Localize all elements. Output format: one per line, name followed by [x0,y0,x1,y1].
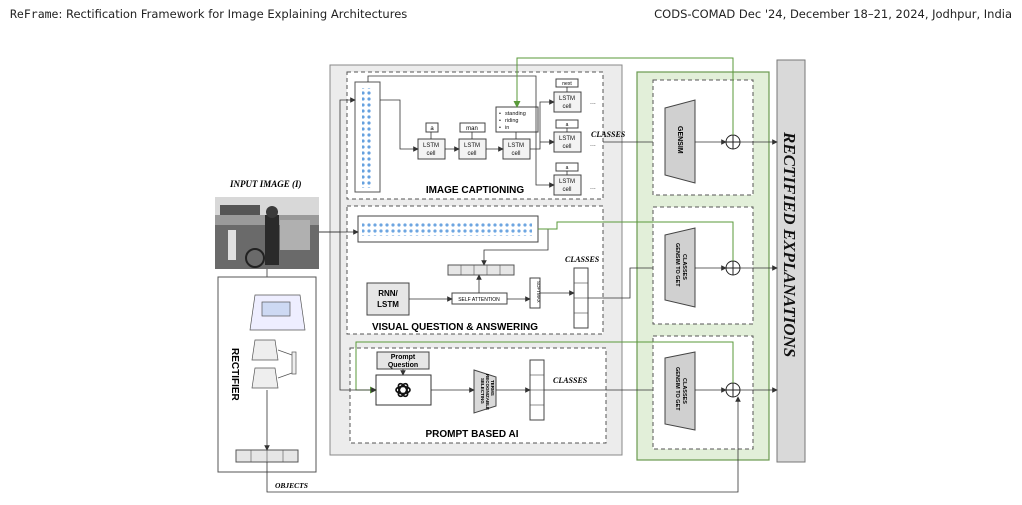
rectifier-label: RECTIFIER [229,348,240,402]
ellipsis-2: ... [590,141,596,148]
word-box-a [425,122,439,133]
svg-text:•: • [499,111,501,117]
selecting-terms-trapezoid [473,369,497,414]
objects-label: OBJECTS [275,481,308,490]
svg-text:cell: cell [562,144,571,150]
word-next: next [562,81,572,87]
ellipsis-3: ... [590,184,596,191]
word-box-choices [495,106,539,133]
rnn-lstm-box [366,282,410,316]
word-a3: a [566,165,569,171]
running-header-left: ReFrame: Rectification Framework for Ima… [10,7,407,21]
lstm-label: LSTM [377,300,399,309]
header-paper-title: : Rectification Framework for Image Expl… [58,7,408,21]
svg-text:cell: cell [467,151,476,157]
self-attention-label: SELF ATTENTION [458,297,500,303]
captioning-cnn-nodes [362,88,373,188]
rectified-explanations-bar [776,59,806,463]
gensim-label: GENSIM [676,126,683,154]
prompt-title: PROMPT BASED AI [426,429,519,440]
word-a: a [430,126,434,132]
vqa-title: VISUAL QUESTION & ANSWERING [372,322,538,333]
svg-text:cell: cell [426,151,435,157]
svg-text:cell: cell [562,104,571,110]
rnn-label: RNN/ [378,289,398,298]
svg-text:Question: Question [388,362,418,369]
lstm-cell-text-4: LSTM [559,96,575,102]
ellipsis-1: ... [590,99,596,106]
word-in: in [505,125,509,131]
vqa-classes-label: CLASSES [565,255,600,264]
svg-text:•: • [499,118,501,124]
lstm-cell-text-6: LSTM [559,179,575,185]
vqa-cnn-nodes [362,222,532,236]
chatgpt-box [375,374,432,406]
lstm-cell-text-1: LSTM [423,143,439,149]
word-standing: standing [505,111,526,117]
gensim-trapezoid-1 [664,99,696,184]
selecting-terms-label: SELECTING [480,378,485,404]
captioning-classes-label: CLASSES [591,130,626,139]
svg-text:CLASSES: CLASSES [681,378,687,404]
image-captioning-title: IMAGE CAPTIONING [426,185,525,196]
lstm-cell-text-5: LSTM [559,136,575,142]
word-riding: riding [505,118,518,124]
input-image [215,197,319,269]
rectifier-detector-graphic [249,294,306,389]
word-man: man [466,126,478,132]
lstm-cell-text-2: LSTM [464,143,480,149]
svg-text:Prompt: Prompt [391,354,416,361]
word-a2: a [566,122,569,128]
svg-text:cell: cell [562,187,571,193]
svg-text:RECOGNIZABLE: RECOGNIZABLE [485,374,490,410]
svg-text:•: • [499,125,501,131]
header-framework-name: ReFrame [10,7,59,21]
lstm-cell-text-3: LSTM [508,143,524,149]
svg-text:TERMS: TERMS [490,380,495,396]
svg-text:GENSIM TO GET: GENSIM TO GET [674,243,680,287]
gensim-trapezoid-3 [664,351,696,431]
svg-text:CLASSES: CLASSES [681,254,687,280]
openai-icon [395,382,411,398]
rectified-explanations-label: RECTIFIED EXPLANATIONS [780,131,799,357]
svg-text:cell: cell [511,151,520,157]
vqa-feature-vector [447,264,515,276]
running-header-right: CODS-COMAD Dec '24, December 18–21, 2024… [654,7,1012,21]
softmax-label: SOFTMAX [536,281,541,303]
word-box-man [459,122,486,133]
svg-text:GENSIM TO GET: GENSIM TO GET [674,367,680,411]
input-image-label: INPUT IMAGE (I) [229,179,302,189]
prompt-classes-label: CLASSES [553,376,588,385]
gensim-trapezoid-2 [664,227,696,308]
